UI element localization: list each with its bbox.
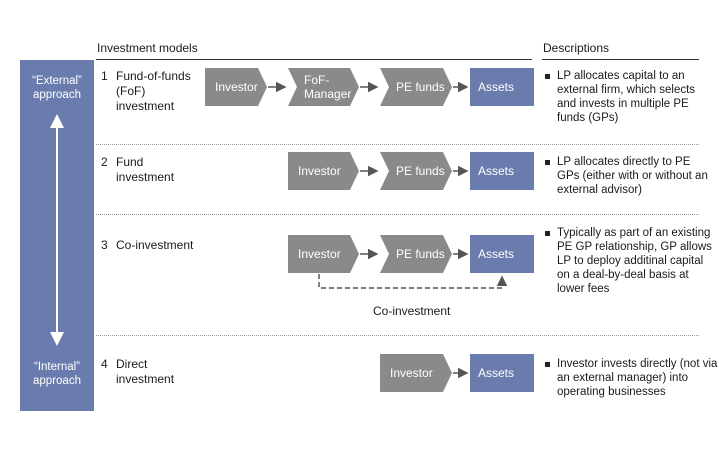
flow-step-assets: Assets [470, 354, 534, 392]
flow-step-investor: Investor [380, 354, 452, 392]
flow-step-pe-funds: PE funds [380, 152, 452, 190]
description-text: LP allocates capital to an external firm… [557, 70, 696, 124]
flow-step-label: Investor [215, 80, 258, 94]
flow-step-label: PE funds [396, 247, 445, 261]
row-number-3: 3 [101, 238, 108, 252]
external-approach-text: “External” approach [32, 75, 82, 101]
investment-models-header: Investment models [97, 41, 198, 55]
descriptions-header: Descriptions [543, 41, 610, 55]
row-number-4: 4 [101, 357, 108, 371]
flow-step-label: Assets [478, 366, 515, 380]
flow-step-assets: Assets [470, 68, 534, 106]
flow-step-label: Investor [298, 164, 341, 178]
flow-step-label: Assets [478, 164, 515, 178]
model-name-direct-investment: Direct investment [116, 357, 175, 386]
model-name-fund-investment: Fund investment [116, 155, 175, 184]
flow-step-assets: Assets [470, 235, 534, 273]
flow-step-label: Assets [478, 80, 515, 94]
flow-step-investor: Investor [288, 152, 359, 190]
flow-step-label: FoF-Manager [304, 73, 352, 101]
row-divider-3 [96, 335, 699, 336]
internal-approach-label: “Internal” approach [20, 360, 94, 388]
row-number-1: 1 [101, 69, 108, 83]
flow-step-label: PE funds [396, 80, 445, 94]
internal-approach-text: “Internal” approach [33, 361, 81, 387]
model-name-co-investment: Co-investment [116, 238, 194, 252]
external-approach-label: “External” approach [20, 74, 94, 102]
co-investment-link-label: Co-investment [373, 304, 451, 318]
flow-step-label: PE funds [396, 164, 445, 178]
bullet-icon [545, 362, 550, 367]
flow-step-pe-funds: PE funds [380, 68, 452, 106]
flow-step-label: Investor [390, 366, 433, 380]
bullet-icon [545, 74, 550, 79]
description-text: Investor invests directly (not via an ex… [557, 358, 718, 398]
row-divider-1 [96, 144, 699, 145]
flow-step-investor: Investor [205, 68, 267, 106]
flow-step-investor: Investor [288, 235, 359, 273]
row-divider-2 [96, 214, 699, 215]
flow-step-label: Investor [298, 247, 341, 261]
models-header-rule [96, 59, 532, 60]
description-text: LP allocates directly to PE GPs (either … [557, 156, 708, 196]
flow-step-pe-funds: PE funds [380, 235, 452, 273]
co-investment-dashed-arrow [318, 274, 508, 289]
model-name-fund-of-funds: Fund-of-funds (FoF) investment [116, 69, 191, 113]
row-number-2: 2 [101, 155, 108, 169]
descriptions-header-rule [542, 59, 699, 60]
flow-step-assets: Assets [470, 152, 534, 190]
description-text: Typically as part of an existing PE GP r… [557, 227, 712, 295]
bullet-icon [545, 231, 550, 236]
flow-step-fof-manager: FoF-Manager [288, 68, 359, 106]
bullet-icon [545, 160, 550, 165]
flow-step-label: Assets [478, 247, 515, 261]
